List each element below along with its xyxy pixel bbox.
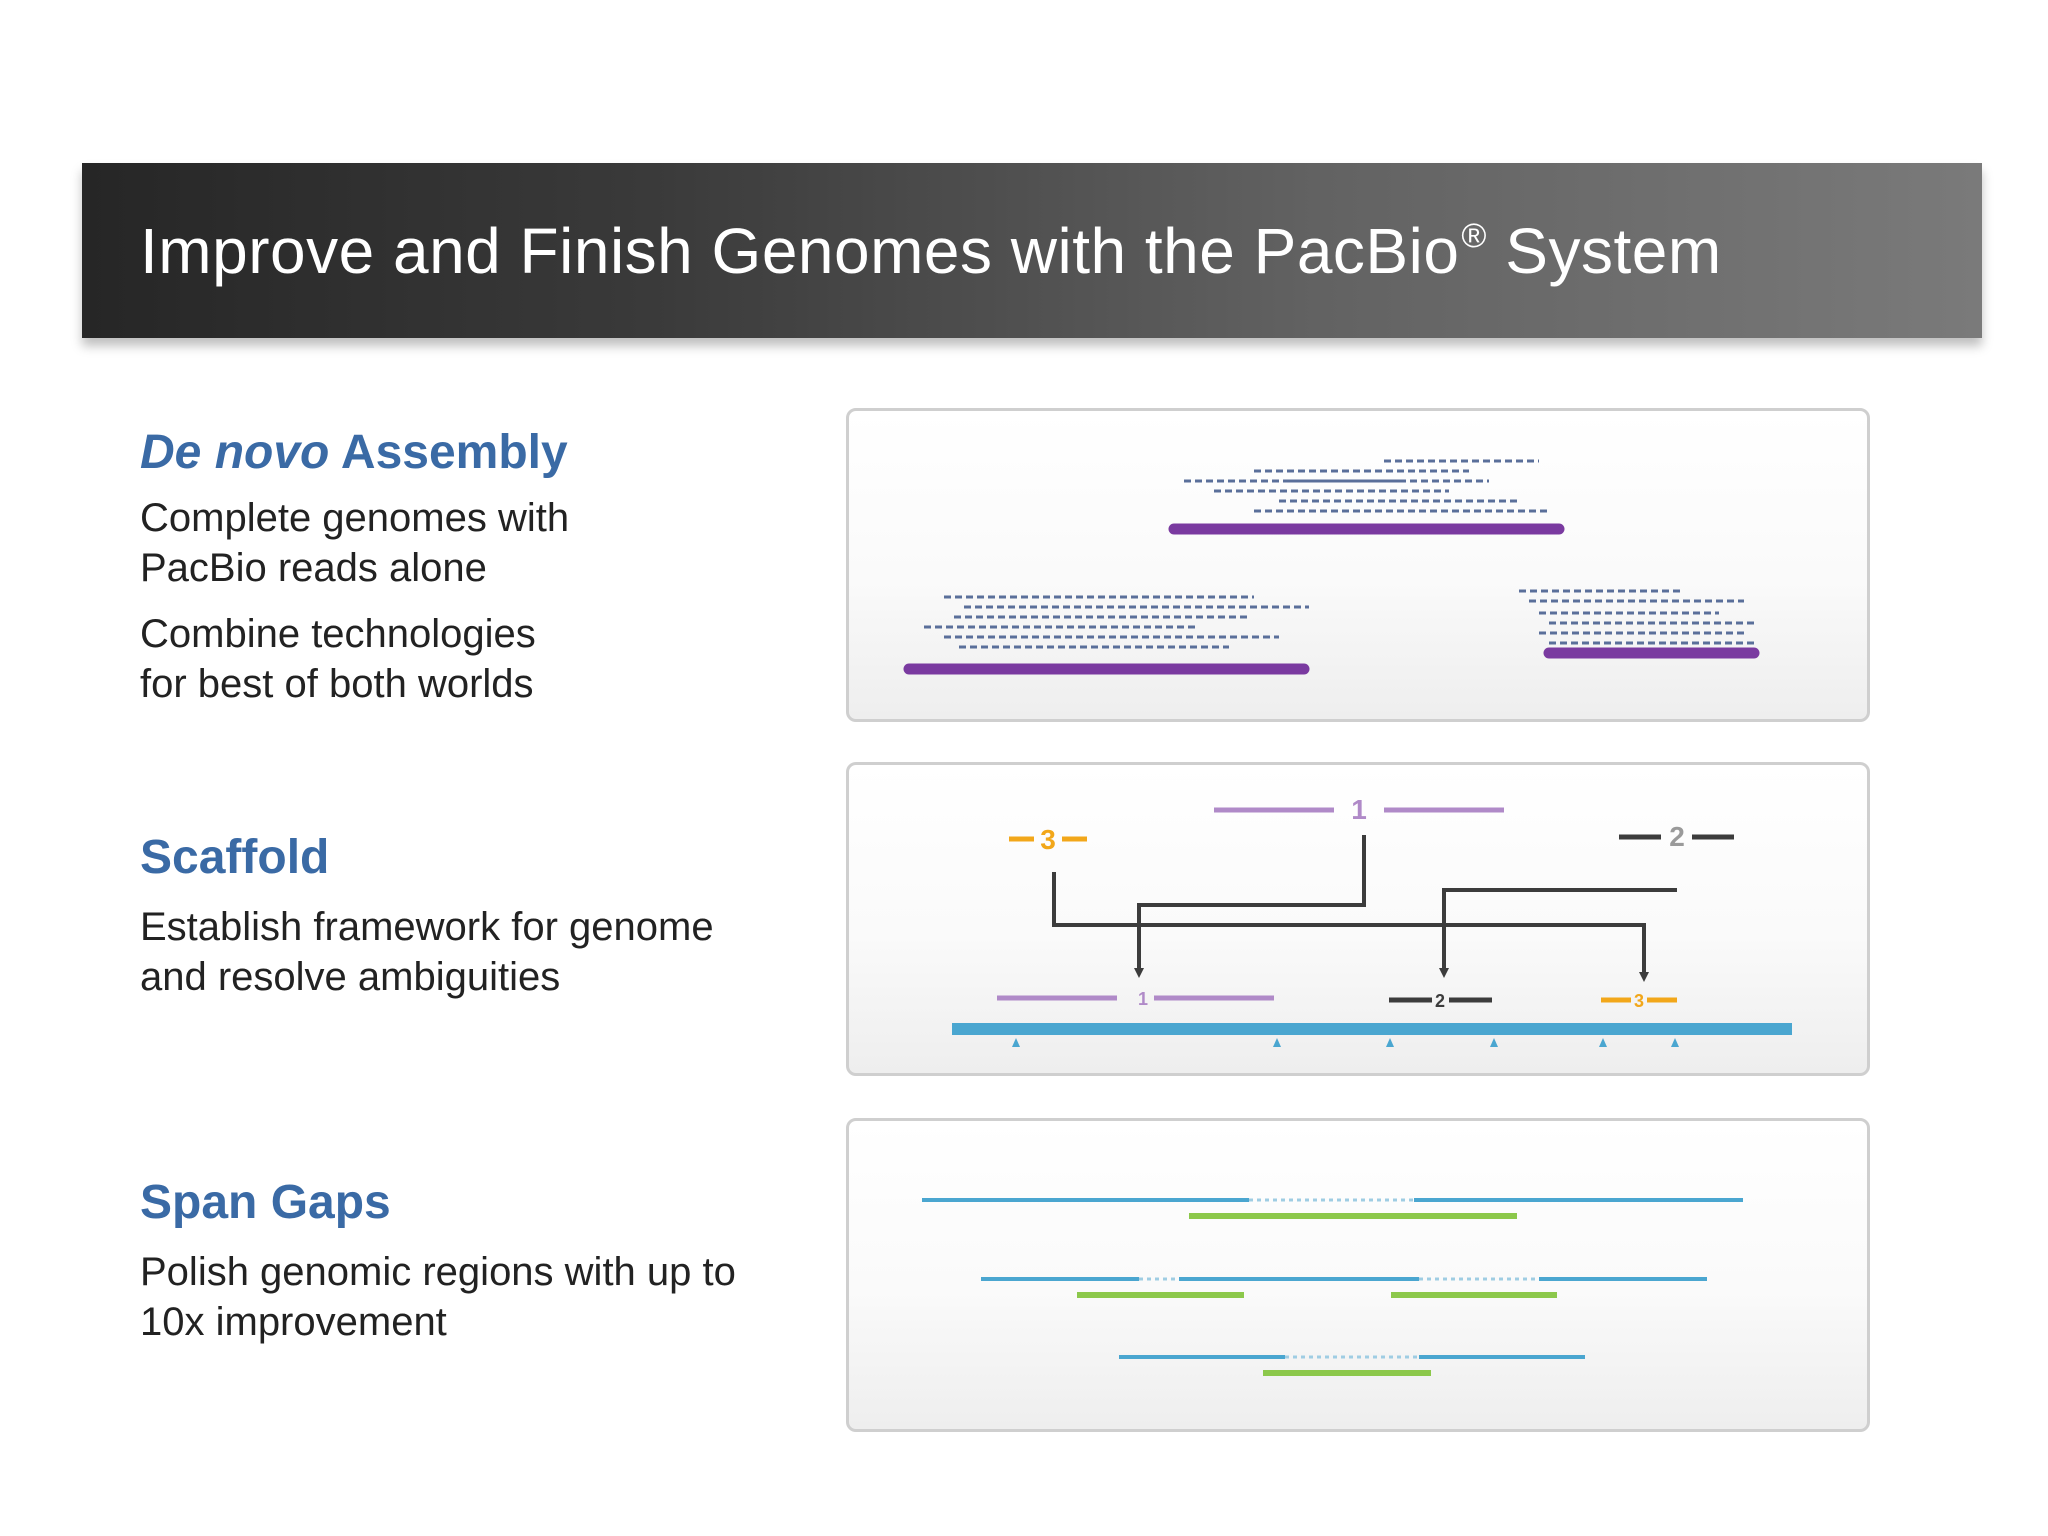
page-title: Improve and Finish Genomes with the PacB… xyxy=(140,214,1722,288)
connector-lines xyxy=(1052,835,1677,982)
title-italic: De novo xyxy=(140,426,330,479)
title-rest: Assembly xyxy=(329,426,568,479)
connector-3 xyxy=(1052,872,1649,982)
marker xyxy=(1671,1038,1679,1047)
read-stack-left xyxy=(924,595,1309,649)
section-title-assembly: De novo Assembly xyxy=(140,425,820,481)
assembly-line-4: for best of both worlds xyxy=(140,662,534,706)
connector-1 xyxy=(1134,835,1366,978)
title-text: Improve and Finish Genomes with the PacB… xyxy=(140,214,1460,287)
top-label-1: 1 xyxy=(1351,794,1367,825)
bottom-label-1: 1 xyxy=(1138,989,1148,1009)
bottom-label-2: 2 xyxy=(1435,991,1445,1011)
bottom-label-3: 3 xyxy=(1634,991,1644,1011)
registered-mark: ® xyxy=(1461,216,1487,255)
marker xyxy=(1273,1038,1281,1047)
marker xyxy=(1386,1038,1394,1047)
gaps-diagram xyxy=(922,1198,1743,1376)
scaffold-line-2: and resolve ambiguities xyxy=(140,955,561,999)
assembly-diagram xyxy=(903,459,1760,675)
reference-bar xyxy=(952,1023,1792,1035)
section-scaffold: Scaffold Establish framework for genome … xyxy=(140,830,820,1002)
assembly-diagram-panel xyxy=(846,408,1870,722)
marker xyxy=(1599,1038,1607,1047)
read-stack-top xyxy=(1184,459,1549,513)
gaps-diagram-panel xyxy=(846,1118,1870,1432)
section-assembly: De novo Assembly Complete genomes with P… xyxy=(140,425,820,709)
scaffold-diagram-panel: 1 3 2 1 2 3 xyxy=(846,762,1870,1076)
assembly-line-2: PacBio reads alone xyxy=(140,546,487,590)
header-banner: Improve and Finish Genomes with the PacB… xyxy=(82,163,1982,338)
section-title-gaps: Span Gaps xyxy=(140,1176,391,1229)
assembly-line-1: Complete genomes with xyxy=(140,496,570,540)
gaps-line-2: 10x improvement xyxy=(140,1300,447,1344)
connector-2 xyxy=(1439,888,1677,978)
scaffold-diagram: 1 3 2 1 2 3 xyxy=(952,794,1792,1047)
reference-markers xyxy=(1012,1038,1679,1047)
marker xyxy=(1012,1038,1020,1047)
gaps-line-1: Polish genomic regions with up to xyxy=(140,1250,736,1294)
scaffold-line-1: Establish framework for genome xyxy=(140,905,714,949)
title-suffix: System xyxy=(1486,214,1722,287)
marker xyxy=(1490,1038,1498,1047)
top-label-2: 2 xyxy=(1669,821,1685,852)
assembly-line-3: Combine technologies xyxy=(140,612,536,656)
read-stack-right xyxy=(1519,589,1754,645)
top-label-3: 3 xyxy=(1040,824,1056,855)
section-gaps: Span Gaps Polish genomic regions with up… xyxy=(140,1175,820,1347)
section-title-scaffold: Scaffold xyxy=(140,831,330,884)
